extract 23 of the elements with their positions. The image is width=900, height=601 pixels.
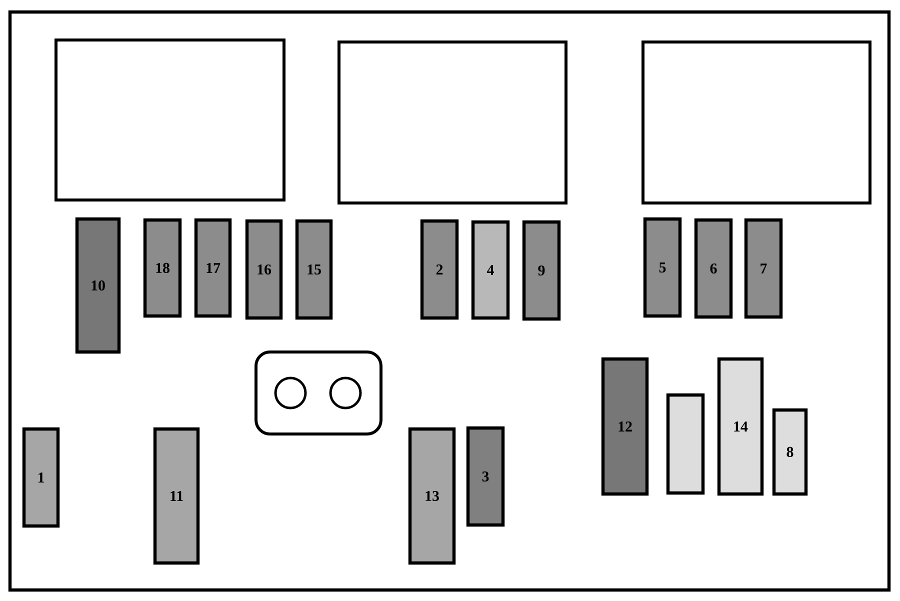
fuse — [666, 393, 705, 495]
relay-box — [54, 38, 286, 202]
fuse: 7 — [744, 218, 783, 319]
fuse: 2 — [420, 219, 459, 320]
fuse: 15 — [295, 219, 333, 320]
fuse: 4 — [471, 220, 510, 320]
fuse: 10 — [75, 217, 121, 354]
relay-box — [642, 40, 872, 204]
fuse: 18 — [143, 218, 182, 318]
fuse: 17 — [194, 218, 232, 318]
fuse: 6 — [694, 218, 733, 319]
fuse: 16 — [245, 219, 283, 320]
fuse: 9 — [522, 220, 561, 321]
fuse: 12 — [601, 357, 649, 496]
fuse: 13 — [408, 427, 456, 565]
connector-block — [254, 350, 382, 436]
relay-box — [338, 40, 568, 204]
fuse: 14 — [717, 357, 764, 496]
fuse: 3 — [466, 426, 505, 527]
fuse: 1 — [22, 427, 60, 528]
fuse: 5 — [643, 217, 682, 318]
fuse: 11 — [153, 427, 200, 565]
fuse: 8 — [772, 408, 808, 496]
